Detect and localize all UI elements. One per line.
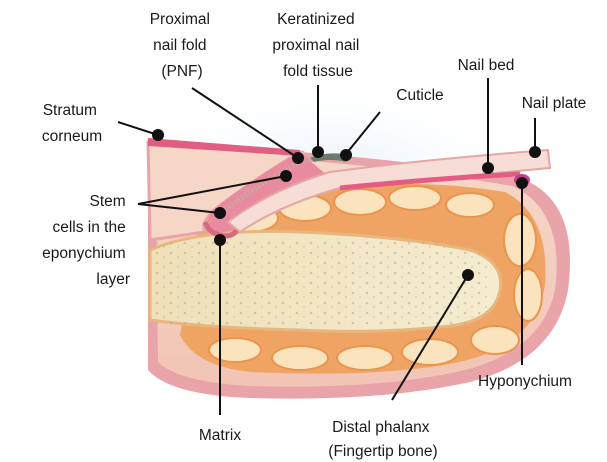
label-hyponychium: Hyponychium [478,373,572,390]
hyponychium-dot [516,177,528,189]
cuticle-dot [340,149,352,161]
nail-plate-dot [529,146,541,158]
label-keratinized: Keratinized proximal nail fold tissue [272,11,363,80]
label-stratum-corneum: Stratum corneum [42,102,102,145]
stratum-corneum-dot [152,129,164,141]
matrix-dot [214,234,226,246]
label-matrix: Matrix [199,427,241,444]
stem-cells-dot-2 [214,207,226,219]
nail-bed-dot [482,162,494,174]
distal-phalanx-dot [462,269,474,281]
bone-speckle [155,240,490,325]
label-nail-plate: Nail plate [522,95,587,112]
label-cuticle: Cuticle [396,87,443,104]
pnf-dot [292,152,304,164]
label-nail-bed: Nail bed [458,57,515,74]
keratinized-dot [312,146,324,158]
label-pnf: Proximal nail fold (PNF) [150,11,215,80]
label-distal-phalanx: Distal phalanx (Fingertip bone) [328,419,437,460]
stem-cells-dot-1 [280,170,292,182]
